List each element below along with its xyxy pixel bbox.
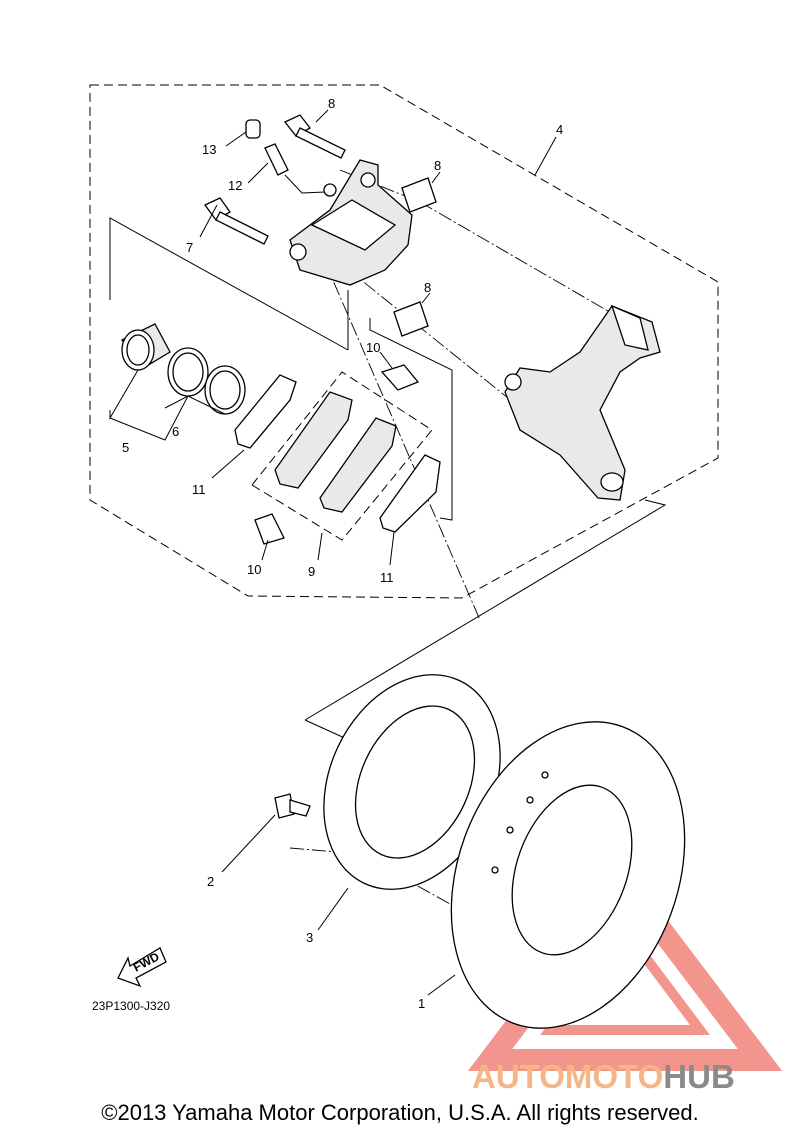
bolt-2 xyxy=(274,793,311,819)
watermark-part2: HUB xyxy=(663,1058,735,1095)
piston-5 xyxy=(121,323,171,371)
fwd-arrow-icon xyxy=(117,947,167,988)
bleed-cap-13 xyxy=(245,119,261,139)
callout-10: 10 xyxy=(366,340,380,355)
copyright-notice: ©2013 Yamaha Motor Corporation, U.S.A. A… xyxy=(101,1100,699,1125)
seal-6b xyxy=(204,365,246,415)
boot-8-lower xyxy=(393,301,429,337)
brake-pad-9b xyxy=(319,417,397,513)
caliper-bracket xyxy=(504,304,661,501)
callout-4: 4 xyxy=(556,122,563,137)
callout-1: 1 xyxy=(418,996,425,1011)
watermark-text: AUTOMOTOHUB xyxy=(472,1058,735,1095)
seal-6a xyxy=(167,347,209,397)
shim-11-left xyxy=(234,374,297,449)
callout-7: 7 xyxy=(186,240,193,255)
pad-clip-10-upper xyxy=(380,364,420,391)
boot-8-upper xyxy=(401,177,437,213)
bracket-lines xyxy=(109,174,667,746)
shim-11-right xyxy=(379,454,441,533)
disc-carrier-3 xyxy=(323,674,501,890)
leader-lines xyxy=(109,109,557,996)
pad-set-outline xyxy=(251,371,433,541)
callout-8: 8 xyxy=(434,158,441,173)
callout-12: 12 xyxy=(228,178,242,193)
bleed-screw-12 xyxy=(264,143,289,176)
callout-13: 13 xyxy=(202,142,216,157)
callout-11: 11 xyxy=(380,570,394,585)
callout-9: 9 xyxy=(308,564,315,579)
bolt-7-lower xyxy=(204,197,269,245)
brake-disc-1 xyxy=(450,721,686,1029)
callout-7: 8 xyxy=(328,96,335,111)
callout-10: 10 xyxy=(247,562,261,577)
callout-2: 2 xyxy=(207,874,214,889)
brake-pad-9a xyxy=(274,391,353,489)
assembly-outline xyxy=(89,84,719,599)
callout-8: 8 xyxy=(424,280,431,295)
diagram-code: 23P1300-J320 xyxy=(92,999,170,1013)
callout-6: 6 xyxy=(172,424,179,439)
bolt-7-upper xyxy=(283,114,346,159)
pad-clip-10-lower xyxy=(254,513,285,545)
callout-11: 11 xyxy=(192,482,206,497)
watermark-part1: AUTOMOTO xyxy=(472,1058,663,1095)
callout-3: 3 xyxy=(306,930,313,945)
callout-5: 5 xyxy=(122,440,129,455)
caliper-body xyxy=(289,159,413,286)
